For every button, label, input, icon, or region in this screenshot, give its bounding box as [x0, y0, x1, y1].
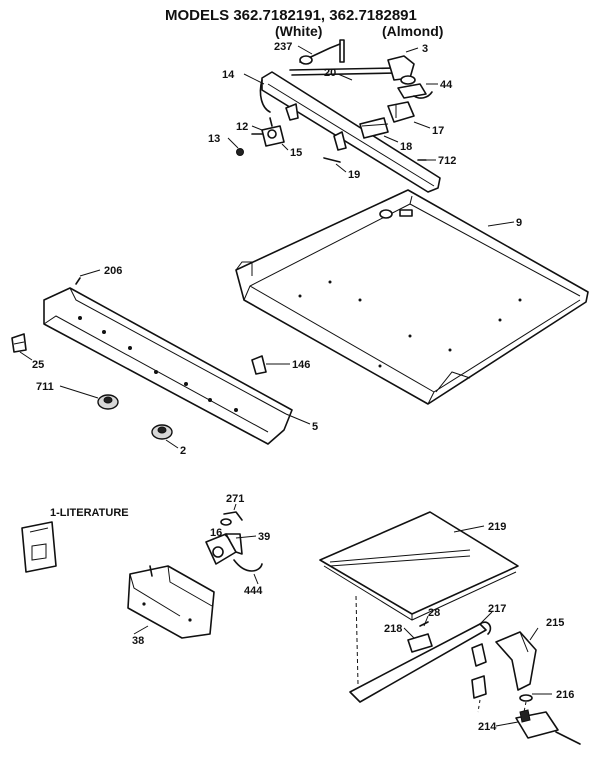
label-literature: 1-LITERATURE [50, 507, 129, 519]
label-25: 25 [32, 359, 44, 371]
literature-booklet [21, 521, 57, 573]
label-711: 711 [36, 381, 54, 393]
knob-711 [97, 394, 119, 410]
label-16: 16 [210, 527, 222, 539]
part-labels: 237 3 14 20 44 17 12 13 15 18 19 712 9 2… [32, 41, 574, 733]
white-label: (White) [275, 23, 322, 39]
models-title: MODELS 362.7182191, 362.7182891 [165, 7, 417, 24]
label-12: 12 [236, 121, 248, 133]
label-271: 271 [226, 493, 244, 505]
label-215: 215 [546, 617, 564, 629]
burner-tube [349, 621, 492, 703]
label-15: 15 [290, 147, 302, 159]
label-39: 39 [258, 531, 270, 543]
label-9: 9 [516, 217, 522, 229]
label-218: 218 [384, 623, 402, 635]
label-206: 206 [104, 265, 122, 277]
label-444: 444 [244, 585, 263, 597]
clip-25 [11, 333, 27, 353]
clip-146 [251, 355, 267, 375]
label-237: 237 [274, 41, 292, 53]
label-14: 14 [222, 69, 235, 81]
front-panel [43, 277, 293, 445]
almond-label: (Almond) [382, 23, 443, 39]
knob-2 [151, 424, 173, 440]
label-13: 13 [208, 133, 220, 145]
burner-box [235, 189, 589, 405]
label-3: 3 [422, 43, 428, 55]
label-20: 20 [324, 67, 336, 79]
label-28: 28 [428, 607, 440, 619]
label-38: 38 [132, 635, 144, 647]
label-217: 217 [488, 603, 506, 615]
label-17: 17 [432, 125, 444, 137]
broil-shield [319, 511, 519, 685]
bracket-215 [495, 631, 537, 691]
label-2: 2 [180, 445, 186, 457]
label-146: 146 [292, 359, 310, 371]
label-18: 18 [400, 141, 412, 153]
manifold-assembly [236, 39, 441, 193]
label-216: 216 [556, 689, 574, 701]
igniter-assembly [471, 675, 581, 745]
label-44: 44 [440, 79, 453, 91]
label-5: 5 [312, 421, 318, 433]
label-712: 712 [438, 155, 456, 167]
ignition-assembly [127, 511, 263, 639]
label-19: 19 [348, 169, 360, 181]
leader-lines [19, 45, 552, 727]
label-214: 214 [478, 721, 497, 733]
label-219: 219 [488, 521, 506, 533]
